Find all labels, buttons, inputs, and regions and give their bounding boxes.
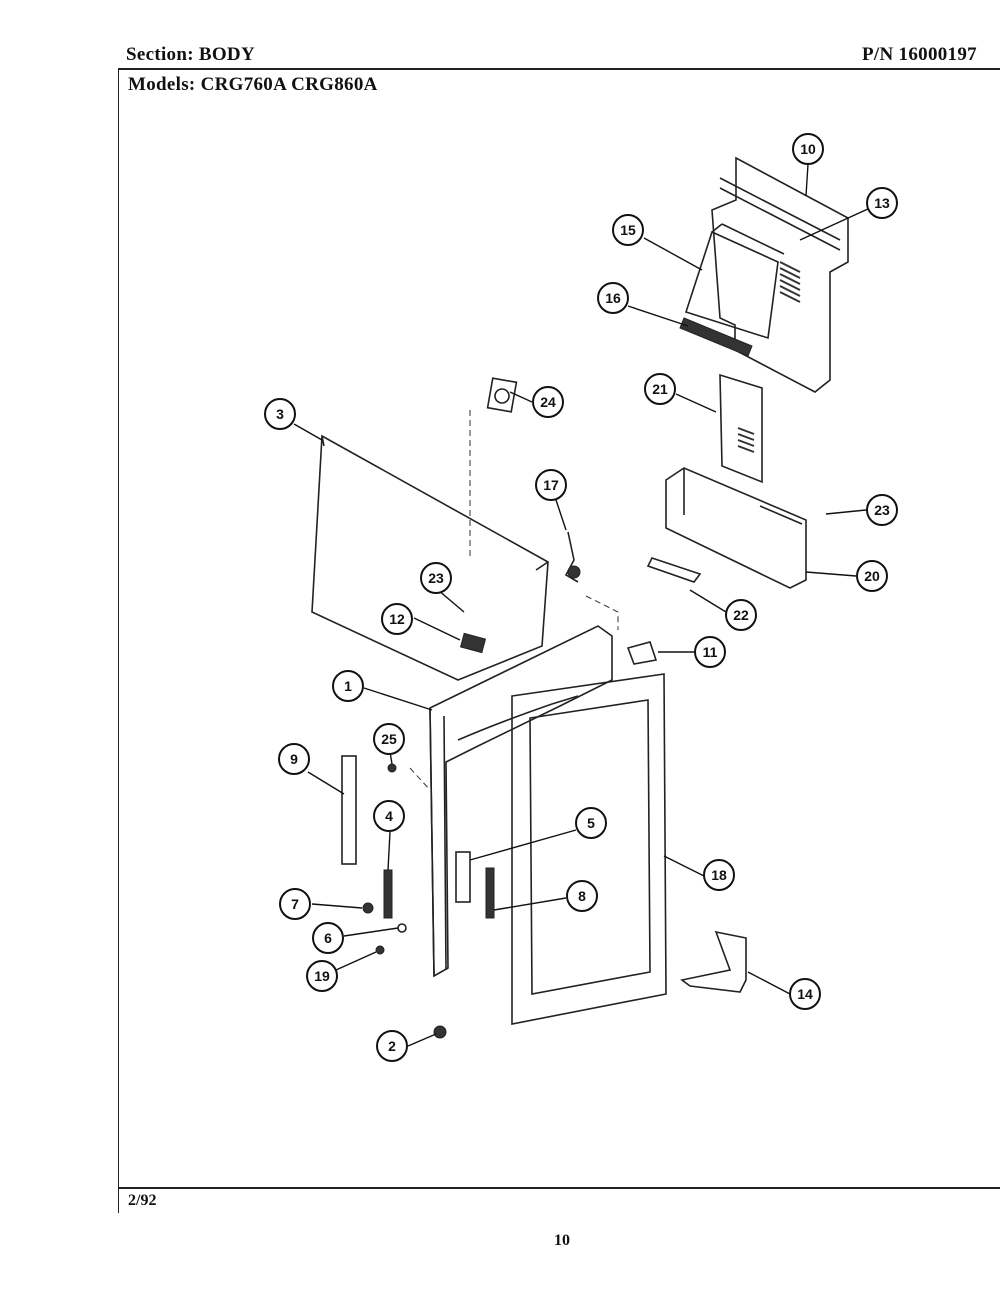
callout-19: 19 — [306, 960, 338, 992]
part-12 — [459, 632, 487, 654]
assembly-lines — [409, 410, 619, 791]
part-frame — [429, 625, 613, 978]
callout-11: 11 — [694, 636, 726, 668]
part-9 — [341, 755, 357, 865]
callout-9: 9 — [278, 743, 310, 775]
part-number: P/N 16000197 — [862, 44, 977, 65]
callout-15: 15 — [612, 214, 644, 246]
svg-text:21: 21 — [652, 381, 668, 397]
part-rear-panel — [711, 156, 849, 393]
callout-4: 4 — [373, 800, 405, 832]
part-door-panel — [511, 673, 667, 1025]
svg-text:3: 3 — [276, 406, 284, 422]
callout-20: 20 — [856, 560, 888, 592]
callout-3: 3 — [264, 398, 296, 430]
part-7 — [362, 902, 374, 914]
svg-text:24: 24 — [540, 394, 556, 410]
callout-25: 25 — [373, 723, 405, 755]
callout-10: 10 — [792, 133, 824, 165]
footer-rule — [118, 1187, 1000, 1189]
part-5 — [455, 851, 471, 903]
part-top-panel — [311, 434, 549, 681]
revision-date: 2/92 — [128, 1192, 157, 1209]
svg-text:23: 23 — [428, 570, 444, 586]
svg-text:18: 18 — [711, 867, 727, 883]
callout-16: 16 — [597, 282, 629, 314]
svg-text:14: 14 — [797, 986, 813, 1002]
part-duct — [684, 223, 785, 340]
part-8 — [485, 867, 495, 919]
callout-6: 6 — [312, 922, 344, 954]
callout-5: 5 — [575, 807, 607, 839]
models-label: Models: CRG760A CRG860A — [128, 74, 378, 95]
part-14 — [680, 930, 747, 993]
callout-12: 12 — [381, 603, 413, 635]
svg-text:12: 12 — [389, 611, 405, 627]
callout-14: 14 — [789, 978, 821, 1010]
section-title: Section: BODY — [126, 44, 255, 65]
part-bracket-16 — [679, 317, 753, 357]
callout-17: 17 — [535, 469, 567, 501]
svg-text:4: 4 — [385, 808, 393, 824]
page-number: 10 — [554, 1232, 570, 1249]
svg-text:19: 19 — [314, 968, 330, 984]
callout-21: 21 — [644, 373, 676, 405]
leader-lines — [293, 163, 871, 1047]
part-19 — [375, 945, 385, 955]
svg-text:22: 22 — [733, 607, 749, 623]
callout-23a: 23 — [866, 494, 898, 526]
callout-13: 13 — [866, 187, 898, 219]
callout-24: 24 — [532, 386, 564, 418]
svg-text:10: 10 — [800, 141, 816, 157]
callout-23b: 23 — [420, 562, 452, 594]
svg-text:17: 17 — [543, 477, 559, 493]
svg-text:5: 5 — [587, 815, 595, 831]
svg-text:15: 15 — [620, 222, 636, 238]
part-24 — [486, 377, 518, 413]
svg-text:16: 16 — [605, 290, 621, 306]
part-2 — [433, 1025, 447, 1039]
svg-text:2: 2 — [388, 1038, 396, 1054]
svg-text:7: 7 — [291, 896, 299, 912]
callout-1: 1 — [332, 670, 364, 702]
diagram-frame — [118, 68, 1000, 1213]
svg-text:9: 9 — [290, 751, 298, 767]
callout-2: 2 — [376, 1030, 408, 1062]
svg-text:25: 25 — [381, 731, 397, 747]
part-21 — [719, 373, 763, 484]
svg-text:23: 23 — [874, 502, 890, 518]
part-17 — [564, 531, 581, 583]
svg-text:1: 1 — [344, 678, 352, 694]
part-11 — [626, 641, 658, 665]
callout-7: 7 — [279, 888, 311, 920]
part-22 — [646, 557, 702, 583]
svg-text:8: 8 — [578, 888, 586, 904]
part-25 — [387, 763, 397, 773]
callout-22: 22 — [725, 599, 757, 631]
svg-text:20: 20 — [864, 568, 880, 584]
part-20 — [665, 467, 807, 589]
callout-18: 18 — [703, 859, 735, 891]
part-4 — [383, 869, 393, 919]
part-6 — [397, 923, 407, 933]
callout-8: 8 — [566, 880, 598, 912]
svg-text:13: 13 — [874, 195, 890, 211]
svg-text:11: 11 — [703, 644, 718, 660]
svg-text:6: 6 — [324, 930, 332, 946]
